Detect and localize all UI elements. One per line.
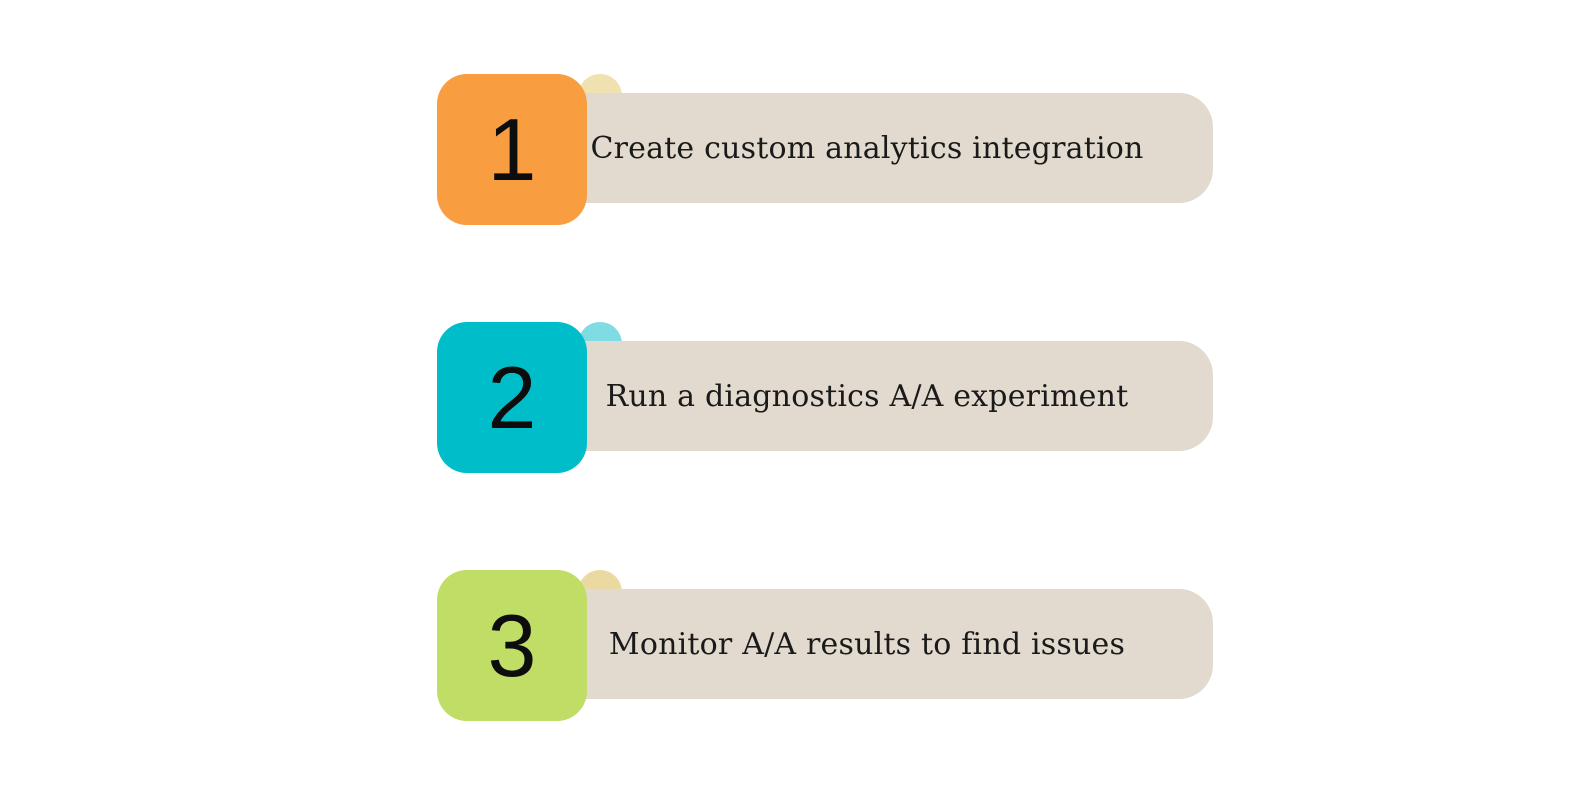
step-row-1: Create custom analytics integration 1 (437, 74, 1217, 229)
step-number-badge: 2 (437, 322, 587, 473)
step-row-2: Run a diagnostics A/A experiment 2 (437, 322, 1217, 477)
step-number: 3 (487, 595, 537, 695)
step-number: 1 (487, 99, 537, 199)
step-label: Monitor A/A results to find issues (608, 626, 1126, 662)
step-row-3: Monitor A/A results to find issues 3 (437, 570, 1217, 725)
step-label: Run a diagnostics A/A experiment (605, 378, 1129, 414)
step-label-bar: Monitor A/A results to find issues (567, 589, 1213, 699)
step-label: Create custom analytics integration (590, 130, 1144, 166)
step-number-badge: 1 (437, 74, 587, 225)
step-label-bar: Create custom analytics integration (567, 93, 1213, 203)
step-number-badge: 3 (437, 570, 587, 721)
step-label-bar: Run a diagnostics A/A experiment (567, 341, 1213, 451)
step-number: 2 (487, 347, 537, 447)
